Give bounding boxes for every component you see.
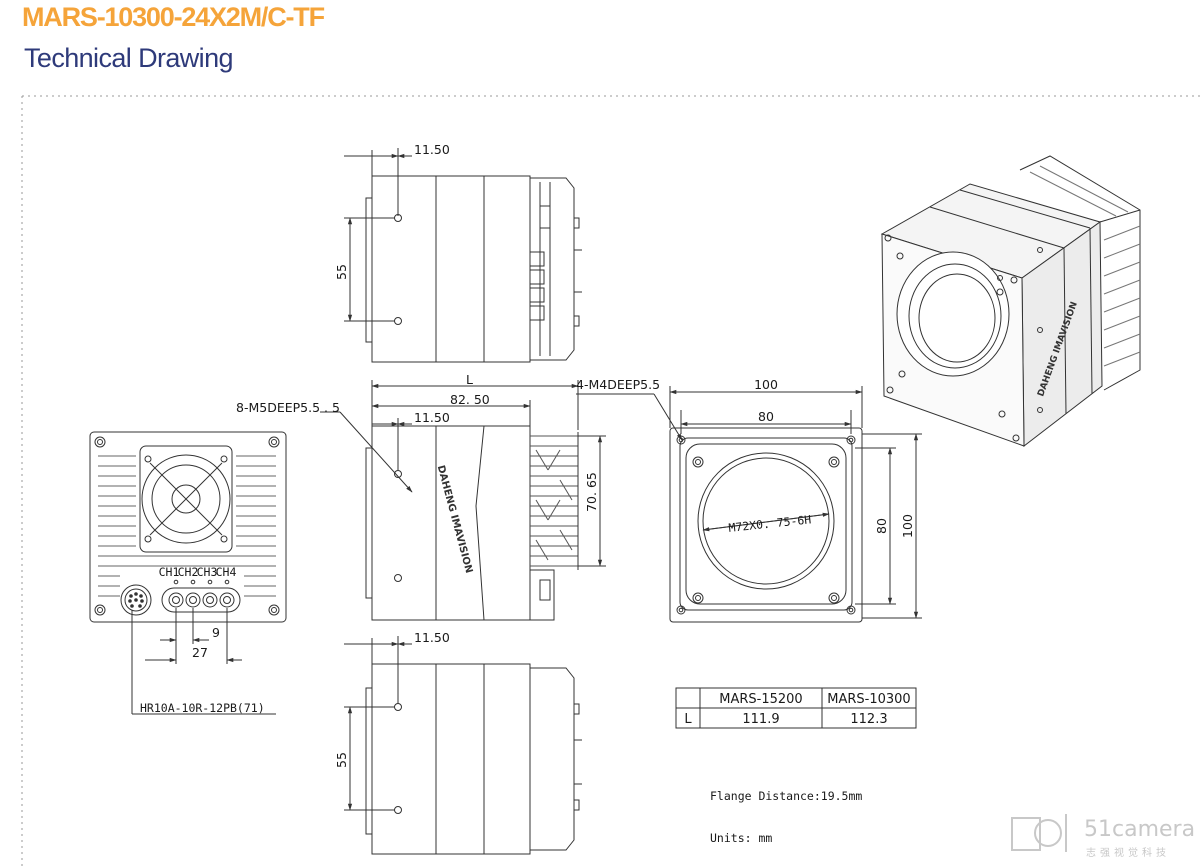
front-height-outer-label: 100 xyxy=(900,514,915,538)
rear-view xyxy=(89,431,287,715)
front-hole-callout: 4-M4DEEP5.5 xyxy=(576,377,660,392)
front-height-inner-label: 80 xyxy=(874,518,889,534)
top-view xyxy=(344,148,582,363)
mount-thread-label: M72X0. 75-6H xyxy=(728,512,812,535)
table-cell-mars-15200: 111.9 xyxy=(742,712,779,727)
table-header-mars-15200: MARS-15200 xyxy=(719,692,802,707)
product-title: MARS-10300-24X2M/C-TF xyxy=(22,2,325,32)
side-offset-label: 11.50 xyxy=(414,410,450,425)
top-view-offset-label: 11.50 xyxy=(414,142,450,157)
camera-marking-side: DAHENG IMAVISION xyxy=(435,464,474,574)
section-title: Technical Drawing xyxy=(24,43,234,73)
front-width-inner-label: 80 xyxy=(758,409,774,424)
channel-label-1: CH1 xyxy=(159,565,180,579)
bottom-view-offset-label: 11.50 xyxy=(414,630,450,645)
bottom-view-hole-spacing-label: 55 xyxy=(334,752,349,768)
side-body-length-label: 82. 50 xyxy=(450,392,490,407)
rear-dim-small-label: 9 xyxy=(212,625,220,640)
51camera-logo-text: 51camera xyxy=(1084,817,1195,842)
flange-distance-note: Flange Distance:19.5mm xyxy=(710,789,862,803)
rear-dim-large-label: 27 xyxy=(192,645,208,660)
length-table xyxy=(675,687,917,729)
camera-marking-text: DAHENG IMAVISION xyxy=(435,464,474,574)
units-note: Units: mm xyxy=(710,831,772,845)
table-row-label: L xyxy=(684,712,692,727)
51camera-logo xyxy=(1011,814,1067,852)
side-view xyxy=(320,380,606,621)
channel-label-3: CH3 xyxy=(197,565,218,579)
side-hole-callout: 8-M5DEEP5.5 . 5 xyxy=(236,400,340,415)
table-header-mars-10300: MARS-10300 xyxy=(827,692,910,707)
side-height-label: 70. 65 xyxy=(584,472,599,512)
table-cell-mars-10300: 112.3 xyxy=(850,712,887,727)
bottom-view xyxy=(344,636,582,855)
front-width-outer-label: 100 xyxy=(754,377,778,392)
top-view-hole-spacing-label: 55 xyxy=(334,264,349,280)
side-length-label: L xyxy=(466,372,473,387)
channel-label-2: CH2 xyxy=(178,565,199,579)
front-view xyxy=(576,386,922,623)
isometric-view xyxy=(880,155,1141,448)
51camera-logo-subtext: 志强视觉科技 xyxy=(1086,846,1170,859)
connector-label: HR10A-10R-12PB(71) xyxy=(140,701,265,715)
channel-label-4: CH4 xyxy=(216,565,237,579)
